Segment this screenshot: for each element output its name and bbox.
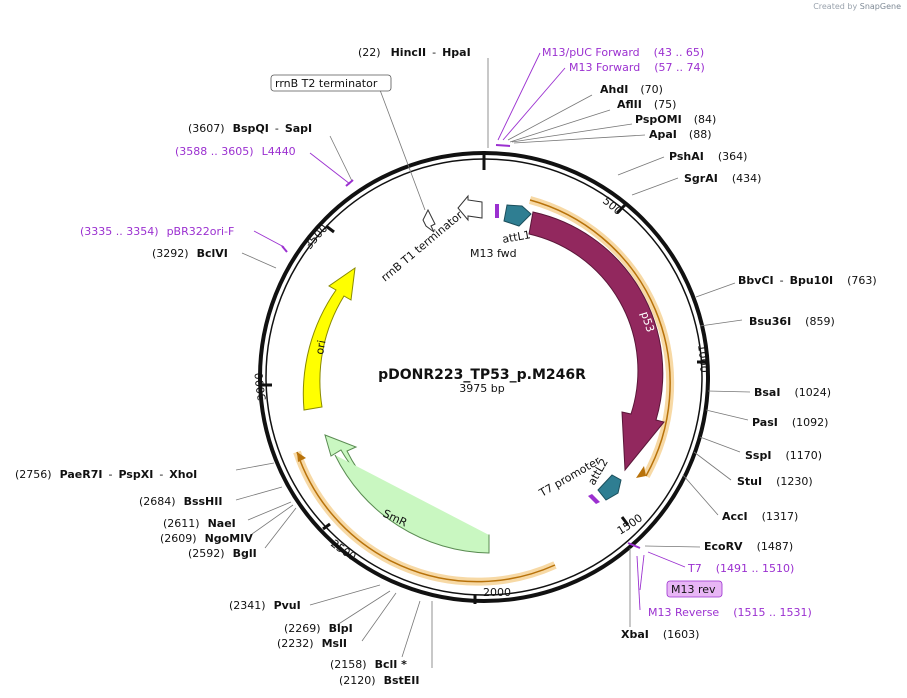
site-bstEII: (2120)BstEII	[339, 674, 419, 687]
plasmid-length: 3975 bp	[459, 382, 504, 395]
primer-pbr322ori-f: (3335 .. 3354)pBR322ori-F	[80, 225, 234, 238]
site-ahdI: AhdI(70)	[600, 83, 663, 96]
feature-attL1-arrow	[503, 204, 532, 227]
snapgene-logo: SnapGene	[859, 2, 901, 11]
primer-M13fwd-mark	[495, 204, 499, 218]
feature-rrnBT1-arrow	[457, 194, 483, 222]
tick-1000: 1000	[695, 344, 710, 373]
tick-marks	[262, 151, 708, 604]
primer-outer-marks	[281, 144, 641, 549]
primer-marks	[495, 204, 600, 504]
site-sgrAI: SgrAI(434)	[684, 172, 761, 185]
site-bclI: (2158)BclI *	[330, 658, 407, 671]
feature-attL2-arrow	[597, 474, 622, 501]
site-bbvCI: BbvCI-Bpu10I(763)	[738, 274, 877, 287]
primer-leader-lines	[253, 52, 686, 611]
site-naeI: (2611)NaeI	[163, 517, 236, 530]
feature-M13fwd-label: M13 fwd	[470, 247, 517, 260]
primer-m13-forward: M13 Forward(57 .. 74)	[569, 61, 705, 74]
site-stuI: StuI(1230)	[737, 475, 813, 488]
site-hincII: (22)HincII-HpaI	[358, 46, 471, 59]
site-aflII: AflII(75)	[617, 98, 676, 111]
site-ecoRV: EcoRV(1487)	[704, 540, 793, 553]
site-pvuI: (2341)PvuI	[229, 599, 301, 612]
feature-p53-label: p53	[638, 310, 657, 334]
feature-M13rev-box	[666, 580, 723, 598]
plasmid-name: pDONR223_TP53_p.M246R	[378, 367, 586, 383]
feature-ori-label: ori	[313, 339, 328, 355]
feature-ori-arrow	[302, 266, 356, 411]
site-apaI: ApaI(88)	[649, 128, 712, 141]
feature-rrnBT1-label: rrnB T1 terminator	[379, 208, 466, 284]
feature-M13rev-label: M13 rev	[671, 583, 716, 596]
site-accI: AccI(1317)	[722, 510, 798, 523]
site-pspOMI: PspOMI(84)	[635, 113, 716, 126]
site-mslI: (2232)MslI	[277, 637, 347, 650]
site-sspI: SspI(1170)	[745, 449, 822, 462]
site-bsu36I: Bsu36I(859)	[749, 315, 835, 328]
leader-lines	[235, 58, 751, 668]
site-xbaI: XbaI(1603)	[621, 628, 699, 641]
site-bssHII: (2684)BssHII	[139, 495, 222, 508]
site-bspQI: (3607)BspQI-SapI	[188, 122, 312, 135]
feature-rrnBT2-label: rrnB T2 terminator	[275, 77, 378, 90]
site-bglI: (2592)BglI	[188, 547, 257, 560]
site-pshAI: PshAI(364)	[669, 150, 747, 163]
site-bclVI: (3292)BclVI	[152, 247, 228, 260]
feature-rrnBT2-arrow	[422, 208, 436, 233]
primer-t7: T7(1491 .. 1510)	[687, 562, 794, 575]
site-blpI: (2269)BlpI	[284, 622, 353, 635]
primer-m13-puc-forward: M13/pUC Forward(43 .. 65)	[542, 46, 704, 59]
site-bsaI: BsaI(1024)	[754, 386, 831, 399]
primer-m13-reverse: M13 Reverse(1515 .. 1531)	[648, 606, 812, 619]
site-paeR7I: (2756)PaeR7I-PspXI-XhoI	[15, 468, 197, 481]
site-pasI: PasI(1092)	[752, 416, 828, 429]
feature-attL1-label: attL1	[501, 228, 531, 246]
snapgene-credit: Created by SnapGene	[813, 2, 901, 11]
primer-l4440: (3588 .. 3605)L4440	[175, 145, 296, 158]
site-ngoMIV: (2609)NgoMIV	[160, 532, 253, 545]
primer-T7-mark	[588, 494, 600, 504]
tick-2000: 2000	[483, 586, 511, 599]
feature-p53-arrow	[528, 211, 665, 472]
tick-1500: 1500	[615, 511, 645, 537]
orf-arcs	[293, 196, 675, 586]
feature-rrnBT2-box	[270, 74, 392, 92]
